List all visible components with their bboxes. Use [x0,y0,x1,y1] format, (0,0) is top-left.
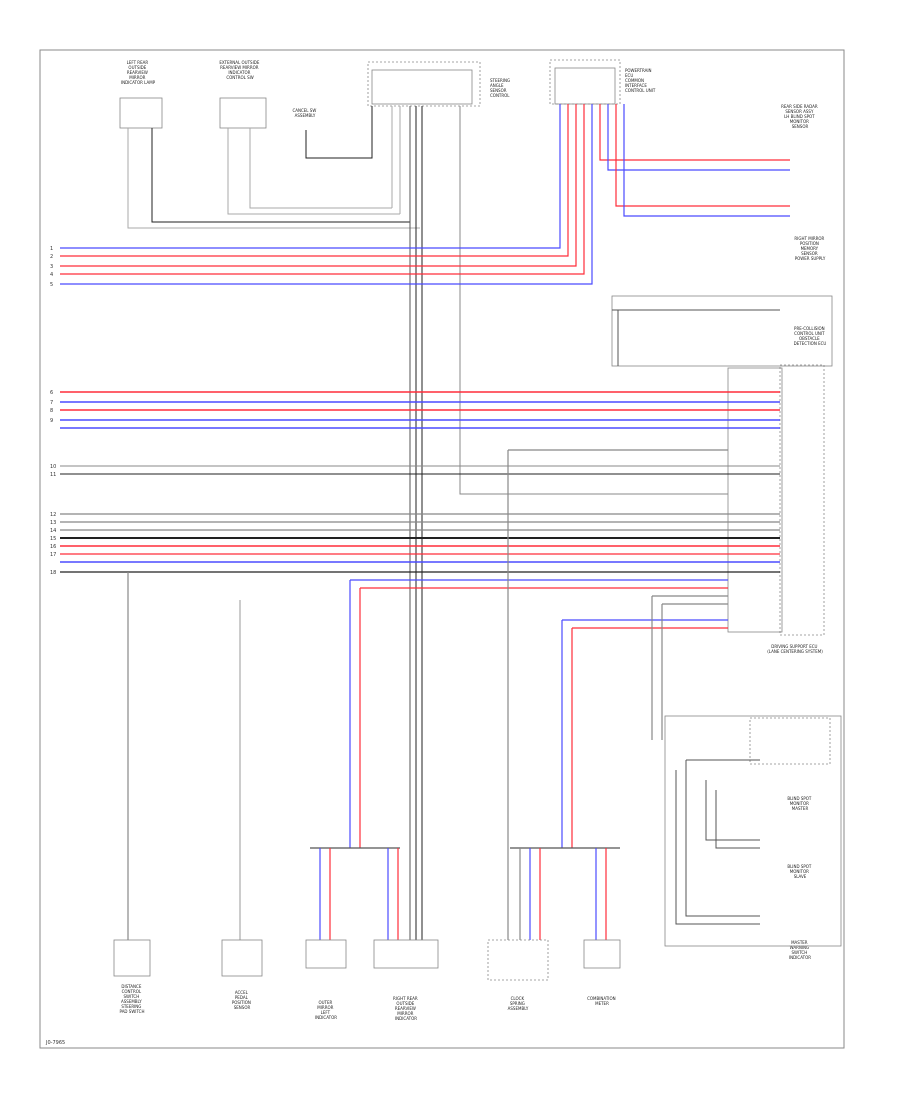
svg-text:16: 16 [50,544,56,550]
label-bsm-slave: BLIND SPOT MONITOR SLAVE [787,864,812,879]
label-master-warn: MASTER WARNING SWITCH INDICATOR [789,940,811,960]
lane-labels-d: 12 13 14 15 16 17 18 [50,512,56,576]
connector-ext-mirror [219,97,267,129]
bsm-wires [612,309,780,925]
svg-text:6: 6 [50,390,53,396]
svg-text:3: 3 [50,264,53,270]
svg-text:1: 1 [50,246,53,252]
svg-text:8: 8 [50,408,53,414]
svg-text:5: 5 [50,282,53,288]
svg-text:2: 2 [50,254,53,260]
top-local-wires [127,106,420,229]
label-rear-detect: REAR SIDE RADAR SENSOR ASSY LH BLIND SPO… [781,104,819,129]
svg-text:14: 14 [50,528,56,534]
bottom-verticals [127,449,728,940]
svg-text:4: 4 [50,272,53,278]
label-powertrain: POWERTRAIN ECU COMMON INTERFACE CONTROL … [625,68,656,93]
label-bottom-3: OUTER MIRROR LEFT INDICATOR [315,1000,337,1020]
label-steering-ecu: STEERING ANGLE SENSOR CONTROL [490,78,511,98]
label-left-mirror-top: LEFT REAR OUTSIDE REARVIEW MIRROR INDICA… [121,60,156,85]
wire-group-a [60,104,593,285]
connector-powertrain [549,59,621,105]
svg-text:11: 11 [50,472,56,478]
label-ext-mirror-top: EXTERNAL OUTSIDE REARVIEW MIRROR INDICAT… [219,60,260,80]
label-bottom-2: ACCEL PEDAL POSITION SENSOR [232,990,252,1010]
label-cancel-sw: CANCEL SW ASSEMBLY [292,108,317,118]
wire-group-b [60,391,780,429]
svg-text:17: 17 [50,552,56,558]
label-driving-ctrl: DRIVING SUPPORT ECU (LANE CENTERING SYST… [767,644,823,654]
label-bottom-6: COMBINATION METER [587,996,617,1006]
svg-text:7: 7 [50,400,53,406]
rear-side-connector [611,295,833,367]
svg-text:15: 15 [50,536,56,542]
lane-labels-a: 1 2 3 4 5 [50,246,53,288]
label-pre-collision: PRE-COLLISION CONTROL UNIT OBSTACLE DETE… [794,326,827,346]
label-right-mirror-side: RIGHT MIRROR POSITION MEMORY SENSOR POWE… [794,236,825,261]
svg-text:10: 10 [50,464,56,470]
vertical-trunk-wires [391,106,728,940]
lane-labels-b: 6 7 8 9 [50,390,53,424]
wire-group-c [60,465,780,475]
connector-left-mirror [119,97,163,129]
label-bottom-5: CLOCK SPRING ASSEMBLY [508,996,529,1011]
label-bottom-4: RIGHT REAR OUTSIDE REARVIEW MIRROR INDIC… [393,996,419,1021]
bottom-connectors [113,939,621,981]
svg-text:18: 18 [50,570,56,576]
connector-steering [367,61,481,107]
driving-support-ecu-connector [727,364,825,636]
label-bsm-master: BLIND SPOT MONITOR MASTER [787,796,812,811]
svg-text:13: 13 [50,520,56,526]
svg-text:9: 9 [50,418,53,424]
wire-group-d [60,513,780,573]
figure-reference: J0-7965 [45,1040,65,1046]
wire-rear-detect [599,104,790,217]
diagram-frame [39,49,845,1049]
svg-text:12: 12 [50,512,56,518]
bottom-branch-wires [310,847,620,940]
label-bottom-1: DISTANCE CONTROL SWITCH ASSEMBLY STEERIN… [120,984,145,1014]
bsm-connector [664,715,842,947]
lane-labels-c: 10 11 [50,464,56,478]
